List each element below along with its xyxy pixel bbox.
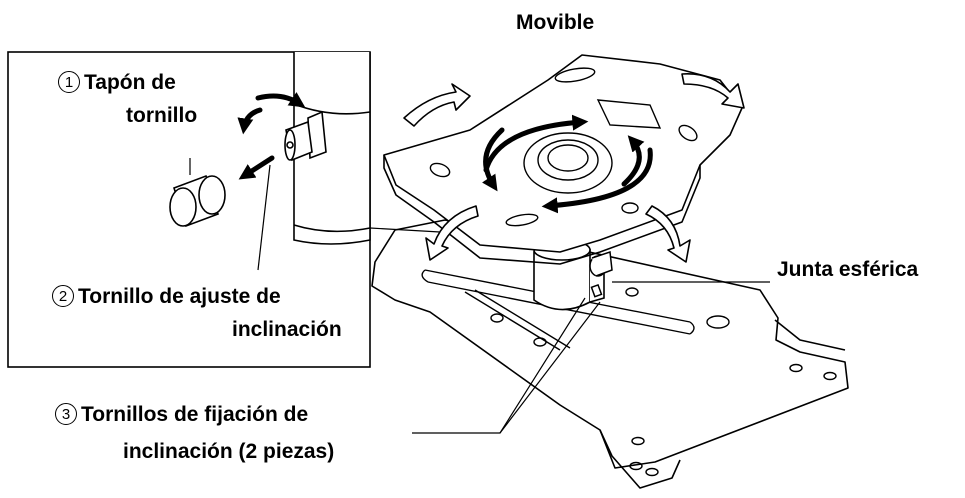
- joint-screws: [589, 250, 613, 298]
- inset-column: [293, 52, 371, 245]
- callout-2-line2: inclinación: [232, 318, 342, 341]
- inset-screw: [284, 110, 327, 162]
- callout-leaders: [412, 281, 770, 434]
- callout-1-number: 1: [58, 71, 80, 93]
- callout-3-number: 3: [55, 403, 77, 425]
- inset-leaders: [189, 158, 441, 271]
- inset-cap: [169, 174, 226, 228]
- callout-2-number: 2: [52, 285, 74, 307]
- callout-3-line2: inclinación (2 piezas): [123, 440, 335, 463]
- callout-1-line1: Tapón de: [84, 71, 176, 94]
- top-plate-details: [429, 67, 698, 227]
- callout-3-line1: Tornillos de fijación de: [81, 403, 309, 426]
- callout-1-line2: tornillo: [126, 104, 198, 127]
- rotation-arrows: [482, 114, 653, 214]
- base-plate: [371, 219, 849, 489]
- ball-joint-label: Junta esférica: [777, 258, 919, 281]
- inset-arrows: [237, 92, 306, 180]
- callout-2-line1: Tornillo de ajuste de: [78, 285, 281, 308]
- movable-label: Movible: [516, 11, 595, 34]
- tilt-arrows: [403, 73, 745, 263]
